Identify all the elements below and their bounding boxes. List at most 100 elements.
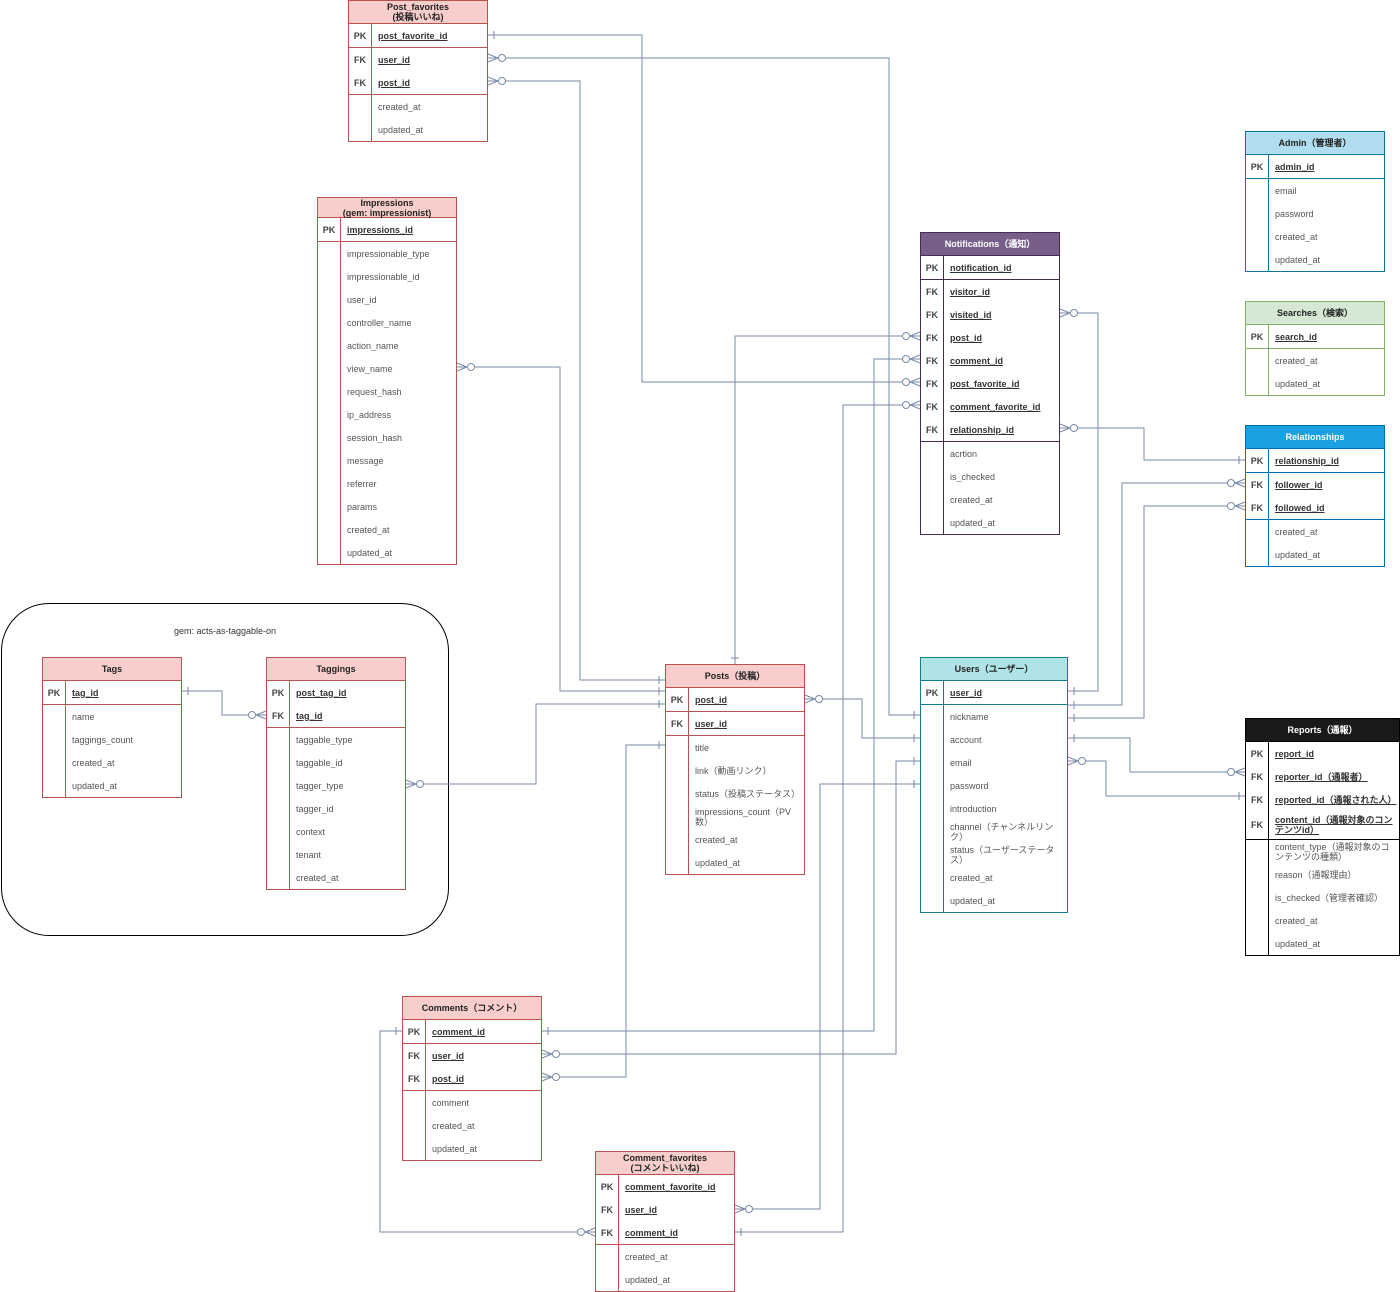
field-row: created_at xyxy=(921,866,1067,889)
field-row: created_at xyxy=(318,518,456,541)
field-row: created_at xyxy=(596,1244,734,1268)
crowfoot-prong xyxy=(909,377,921,383)
field-name: tagger_type xyxy=(296,780,344,791)
field-name: followed_id xyxy=(1275,502,1325,513)
field-name: post_id xyxy=(950,332,983,343)
field-name: created_at xyxy=(625,1251,668,1262)
field-name: search_id xyxy=(1275,331,1318,342)
field-name: updated_at xyxy=(625,1274,671,1285)
edge-line xyxy=(457,366,665,692)
field-name: comment_id xyxy=(625,1227,679,1238)
field-row: created_at xyxy=(1246,519,1384,543)
field-row: updated_at xyxy=(1246,543,1384,566)
entity-title: Posts（投稿） xyxy=(666,665,804,688)
field-name: visited_id xyxy=(950,309,992,320)
crowfoot-prong xyxy=(584,1227,596,1233)
field-name: updated_at xyxy=(378,124,424,135)
field-name: impressionable_type xyxy=(347,248,430,259)
field-row: created_at xyxy=(1246,348,1384,372)
field-row: impressionable_type xyxy=(318,241,456,265)
key-type: PK xyxy=(600,1181,614,1192)
field-row: updated_at xyxy=(43,774,181,797)
field-row: channel（チャンネルリン ク） xyxy=(921,820,1067,843)
field-row: updated_at xyxy=(1246,932,1399,955)
entity-title: Post_favorites (投稿いいね) xyxy=(349,1,487,24)
key-type: FK xyxy=(926,378,938,389)
key-type: PK xyxy=(322,224,336,235)
field-name: created_at xyxy=(432,1120,475,1131)
field-name: taggable_type xyxy=(296,734,353,745)
crowfoot-prong xyxy=(405,779,417,785)
field-name: updated_at xyxy=(1275,378,1321,389)
crowfoot-prong xyxy=(1059,427,1071,433)
field-row: content_type（通報対象のコ ンテンツの種類） xyxy=(1246,839,1399,863)
field-name: updated_at xyxy=(1275,549,1321,560)
field-row: referrer xyxy=(318,472,456,495)
field-row: updated_at xyxy=(1246,372,1384,395)
field-row: ip_address xyxy=(318,403,456,426)
cardinality-zero-mark xyxy=(416,780,424,788)
crowfoot-prong xyxy=(456,366,468,372)
field-row: updated_at xyxy=(349,118,487,141)
field-name: params xyxy=(347,501,378,512)
key-type: PK xyxy=(271,687,285,698)
field-row: taggings_count xyxy=(43,728,181,751)
field-name: visitor_id xyxy=(950,286,991,297)
edge-line xyxy=(1068,482,1245,706)
edge-postfav-users xyxy=(487,53,920,719)
cardinality-zero-mark xyxy=(745,1205,753,1213)
field-row: acrtion xyxy=(921,441,1059,465)
field-name: updated_at xyxy=(1275,254,1321,265)
field-row: impressionable_id xyxy=(318,265,456,288)
field-name: account xyxy=(950,734,982,745)
field-name: session_hash xyxy=(347,432,403,443)
field-row: updated_at xyxy=(1246,248,1384,271)
key-type: FK xyxy=(926,424,938,435)
entity-title-text: Relationships xyxy=(1285,432,1345,442)
cardinality-zero-mark xyxy=(902,355,910,363)
edge-line xyxy=(488,80,665,681)
crowfoot-prong xyxy=(1234,478,1246,484)
field-name: comment_id xyxy=(432,1026,486,1037)
crowfoot-prong xyxy=(541,1076,553,1082)
crowfoot-prong xyxy=(584,1231,596,1237)
key-type: PK xyxy=(407,1026,421,1037)
field-name: reporter_id（通報者） xyxy=(1275,771,1368,782)
field-name: comment_favorite_id xyxy=(625,1181,716,1192)
edge-rel-followed xyxy=(1068,501,1246,722)
edge-rel-follower xyxy=(1068,478,1246,709)
crowfoot-prong xyxy=(405,783,417,789)
edge-line xyxy=(805,698,920,739)
field-name: created_at xyxy=(1275,355,1318,366)
crowfoot-prong xyxy=(487,53,499,59)
key-type: PK xyxy=(47,687,61,698)
field-row: PK comment_favorite_id xyxy=(596,1175,734,1198)
crowfoot-prong xyxy=(1059,308,1071,314)
crowfoot-prong xyxy=(909,335,921,341)
key-type: PK xyxy=(1250,161,1264,172)
crowfoot-prong xyxy=(456,362,468,368)
field-name: reason（通報理由） xyxy=(1275,869,1357,880)
field-row: password xyxy=(921,774,1067,797)
field-name: created_at xyxy=(347,524,390,535)
